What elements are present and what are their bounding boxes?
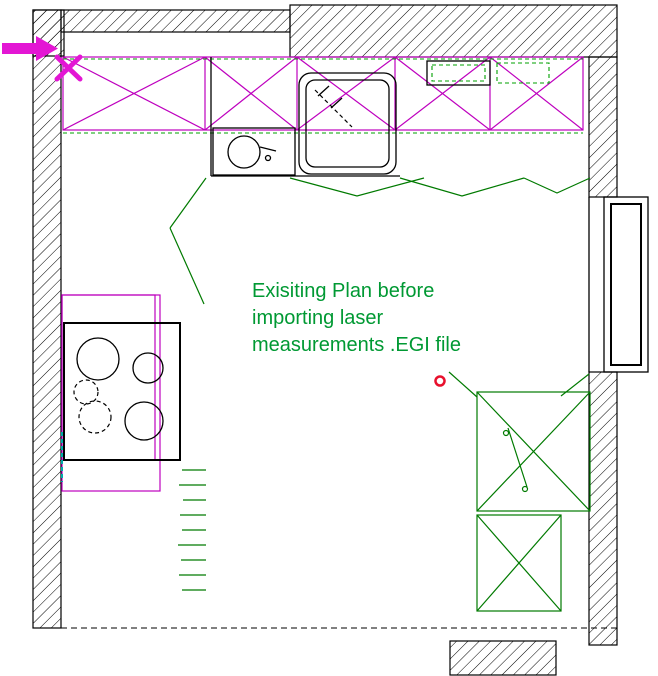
- magenta-arrow: [2, 36, 58, 61]
- door-swing-marks-top: [289, 177, 591, 197]
- window-inner-frame: [610, 203, 642, 366]
- upper-shelf-box: [426, 60, 491, 86]
- right-wall-upper: [588, 56, 618, 198]
- annotation-line: measurements .EGI file: [252, 334, 461, 356]
- right-wall-lower: [588, 371, 618, 646]
- sink-small-bowl: [227, 135, 261, 169]
- window-outer-frame: [603, 196, 649, 373]
- left-wall: [32, 9, 62, 629]
- sink-small-bowl-box: [212, 127, 296, 176]
- bottom-right-wall-block: [449, 640, 557, 676]
- burner-bottom-left: [78, 400, 112, 434]
- faucet-symbol: [314, 89, 353, 128]
- cooktop: [61, 294, 181, 492]
- door-swing-marks-left: [169, 177, 207, 305]
- base-cabinet-upper: [476, 391, 591, 512]
- burner-top-right: [132, 352, 164, 384]
- interior-dashed-outline: [60, 31, 617, 629]
- top-wall-thin: [60, 9, 291, 33]
- annotation-line: importing laser: [252, 307, 384, 329]
- top-wall-thick: [289, 4, 618, 58]
- top-cabinet-run: [62, 56, 584, 131]
- base-cabinets-right: [448, 371, 591, 612]
- worktop-dashed-lines: [63, 58, 583, 134]
- red-circle-marker: [434, 375, 446, 387]
- base-cabinet-lower: [476, 514, 562, 612]
- window: [588, 196, 649, 373]
- sink-main-basin-inner: [305, 79, 390, 168]
- cooktop-body: [63, 322, 181, 461]
- sink-main-basin-outer: [298, 72, 397, 175]
- annotation-line: Exisiting Plan before: [252, 280, 435, 302]
- burner-top-left: [76, 337, 120, 381]
- magenta-x-marker: [54, 54, 83, 82]
- burner-aux-dashed: [73, 379, 99, 405]
- annotation-text: Exisiting Plan before importing laser me…: [252, 278, 461, 359]
- radiator-slats: [178, 469, 206, 591]
- burner-bottom-right: [124, 401, 164, 441]
- sink-unit: [210, 57, 400, 177]
